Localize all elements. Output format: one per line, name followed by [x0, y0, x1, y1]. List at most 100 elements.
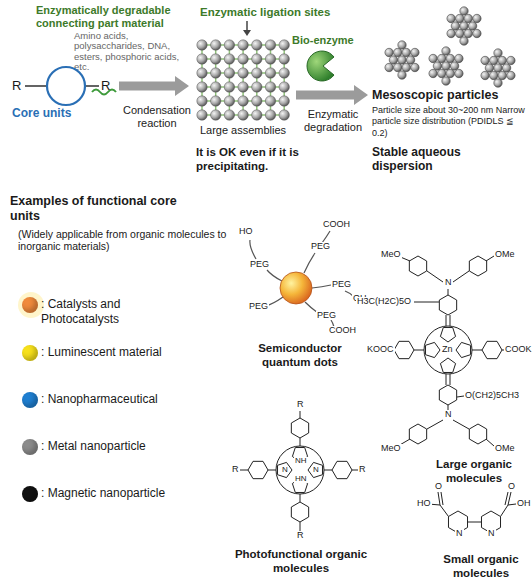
node-text: Large assemblies: [193, 124, 293, 137]
macrocycle: [276, 446, 324, 494]
arrow-label: Enzymatic degradation: [294, 108, 372, 134]
bond: [457, 396, 464, 397]
legend-swatch: [22, 345, 38, 361]
ring: [291, 418, 308, 438]
ring: [482, 341, 502, 358]
atom-label: HN: [294, 475, 308, 483]
bond: [453, 271, 469, 282]
ring: [456, 342, 470, 357]
legend-swatch: [22, 486, 38, 502]
annotation: Enzymatic ligation sites: [200, 6, 360, 20]
bond: [427, 420, 443, 429]
node-text: Core units: [12, 106, 71, 120]
atom-label: HO: [238, 227, 254, 236]
annotation: Enzymatically degradable connecting part…: [36, 4, 186, 30]
enzyme-icon: [307, 51, 334, 81]
bond: [446, 374, 447, 385]
core-unit: RRCore units: [8, 58, 116, 124]
atom-label: MeO: [380, 250, 402, 259]
atom-label: R: [358, 465, 367, 474]
atom-label: N: [455, 529, 464, 538]
atom-label: COOK: [504, 345, 532, 354]
bond: [240, 470, 248, 471]
node-text: R: [12, 78, 21, 94]
ring: [332, 461, 352, 478]
legend-text: : Catalysts and Photocatalysts: [41, 297, 191, 327]
arrow-label: Condensation reaction: [120, 104, 194, 130]
legend-swatch: [22, 297, 38, 313]
bond: [486, 439, 494, 446]
assembly-illustration: [193, 36, 293, 124]
atom-label: N: [281, 466, 289, 474]
particle-group: Mesoscopic particlesParticle size about …: [372, 4, 530, 174]
ring: [394, 341, 414, 358]
process-arrow: [119, 76, 189, 96]
legend-swatch: [22, 392, 38, 408]
bond: [501, 505, 509, 517]
atom-label: PEG: [310, 242, 331, 251]
quantum-dot: [280, 272, 312, 304]
bond: [446, 315, 447, 326]
atom-label: N: [444, 278, 453, 287]
bond: [300, 438, 301, 446]
assembly-grid: Large assemblies: [193, 36, 293, 137]
legend-entry: : Nanopharmaceutical: [22, 392, 191, 408]
atom-label: Zn: [441, 345, 454, 354]
atom-label: O: [507, 482, 516, 491]
particle-illustration: [372, 4, 530, 88]
bond: [438, 492, 440, 505]
legend-text: : Magnetic nanoparticle: [41, 486, 191, 501]
ring: [409, 256, 426, 276]
atom-label: MeO: [380, 444, 402, 453]
leader-line: [246, 21, 248, 31]
atom-label: N: [444, 410, 453, 419]
ring: [291, 502, 308, 522]
annotation: Bio-enzyme: [292, 34, 372, 47]
legend-text: : Metal nanoparticle: [41, 439, 191, 454]
macrocycle: [424, 326, 472, 374]
ring: [308, 462, 322, 477]
ring: [278, 462, 292, 477]
atom-label: COOH: [322, 220, 351, 229]
leader-head: [243, 30, 251, 36]
node-text: Stable aqueous dispersion: [372, 145, 492, 174]
bond: [440, 505, 449, 517]
legend-entry: : Metal nanoparticle: [22, 439, 191, 455]
bond: [414, 302, 439, 303]
ring: [409, 424, 426, 444]
atom-label: R: [231, 465, 240, 474]
annotation: Small organic molecules: [432, 553, 530, 580]
legend-entry: : Catalysts and Photocatalysts: [22, 297, 191, 327]
atom-label: N: [487, 529, 496, 538]
bond: [414, 350, 424, 351]
bond: [453, 420, 469, 429]
annotation: Amino acids, polysaccharides, DNA, ester…: [74, 31, 182, 73]
bond: [508, 504, 516, 505]
ring: [469, 424, 486, 444]
annotation: Examples of functional core units: [10, 194, 210, 224]
ring: [469, 256, 486, 276]
atom-label: PEG: [249, 260, 270, 269]
node-text: Particle size about 30~200 nm Narrow par…: [372, 105, 530, 139]
bond: [300, 494, 301, 502]
atom-label: N: [312, 466, 320, 474]
bond: [486, 256, 494, 261]
atom-label: PEG: [331, 280, 352, 289]
bond: [300, 411, 301, 418]
atom-label: HO: [416, 499, 432, 508]
atom-label: R: [296, 400, 305, 409]
bond: [505, 492, 508, 505]
atom-label: OMe: [494, 250, 516, 259]
bond: [300, 522, 301, 531]
legend-text: : Nanopharmaceutical: [41, 392, 191, 407]
bond: [448, 289, 449, 295]
peg-chains: [250, 231, 353, 327]
legend-entry: : Magnetic nanoparticle: [22, 486, 191, 502]
atom-label: OH: [516, 499, 532, 508]
atom-label: PEG: [248, 302, 269, 311]
annotation: Semiconductor quantum dots: [240, 342, 360, 369]
annotation: Photofunctional organic molecules: [230, 548, 372, 575]
ring: [439, 385, 456, 405]
glow: [18, 292, 44, 318]
atom-label: COOH: [328, 326, 357, 335]
